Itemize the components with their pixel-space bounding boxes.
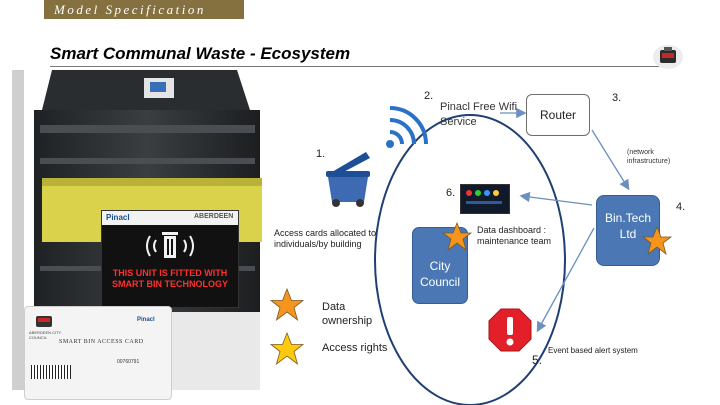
wifi-icon bbox=[386, 106, 428, 148]
dashboard-thumbnail bbox=[460, 184, 510, 214]
blue-bin-icon bbox=[326, 152, 370, 207]
legend-access-rights: Access rights bbox=[322, 342, 388, 354]
alert-system-note: Event based alert system bbox=[548, 346, 638, 355]
access-card-photo: ABERDEEN CITY COUNCIL Pinacl SMART BIN A… bbox=[24, 306, 172, 400]
router-box: Router bbox=[526, 94, 590, 136]
card-number: 00760791 bbox=[117, 359, 140, 365]
card-barcode bbox=[31, 365, 71, 379]
council-logo-icon bbox=[653, 45, 683, 69]
step-number-1: 1. bbox=[316, 148, 326, 160]
sticker-partner: ABERDEEN bbox=[194, 213, 234, 220]
sticker-text: THIS UNIT IS FITTED WITH SMART BIN TECHN… bbox=[112, 268, 228, 289]
trash-wifi-icon bbox=[146, 232, 194, 258]
star-icon-bintech bbox=[642, 226, 672, 256]
title-divider bbox=[50, 66, 670, 67]
wifi-service-label: Pinacl Free Wifi Service bbox=[440, 101, 518, 128]
card-brand: Pinacl bbox=[137, 317, 155, 323]
step-number-5: 5. bbox=[532, 353, 543, 367]
star-icon-council bbox=[442, 222, 472, 252]
alert-icon bbox=[488, 308, 532, 352]
sticker-header bbox=[102, 211, 238, 225]
card-issuer: ABERDEEN CITY COUNCIL bbox=[29, 330, 62, 340]
step-number-2: 2. bbox=[424, 90, 434, 102]
sticker-brand: Pinacl bbox=[106, 213, 130, 222]
network-infrastructure-note: (network infrastructure) bbox=[627, 149, 671, 165]
section-tag: Model Specification bbox=[44, 0, 244, 19]
page-title: Smart Communal Waste - Ecosystem bbox=[50, 44, 351, 63]
access-cards-note: Access cards allocated to individuals/by… bbox=[274, 228, 377, 249]
card-label: SMART BIN ACCESS CARD bbox=[59, 339, 144, 345]
step-number-4: 4. bbox=[676, 201, 686, 213]
card-crest-icon bbox=[36, 316, 52, 327]
step-number-6: 6. bbox=[446, 187, 456, 199]
step-number-3: 3. bbox=[612, 92, 622, 104]
star-icon-access-rights bbox=[270, 332, 304, 366]
dashboard-note: Data dashboard : maintenance team bbox=[477, 225, 552, 246]
bintech-box: Bin.Tech Ltd bbox=[596, 195, 660, 266]
legend-data-ownership: Data ownership bbox=[322, 301, 373, 327]
star-icon-data-ownership bbox=[270, 288, 304, 322]
smart-bin-sticker: Pinacl ABERDEEN THIS UNIT IS FITTED WITH… bbox=[101, 210, 239, 308]
